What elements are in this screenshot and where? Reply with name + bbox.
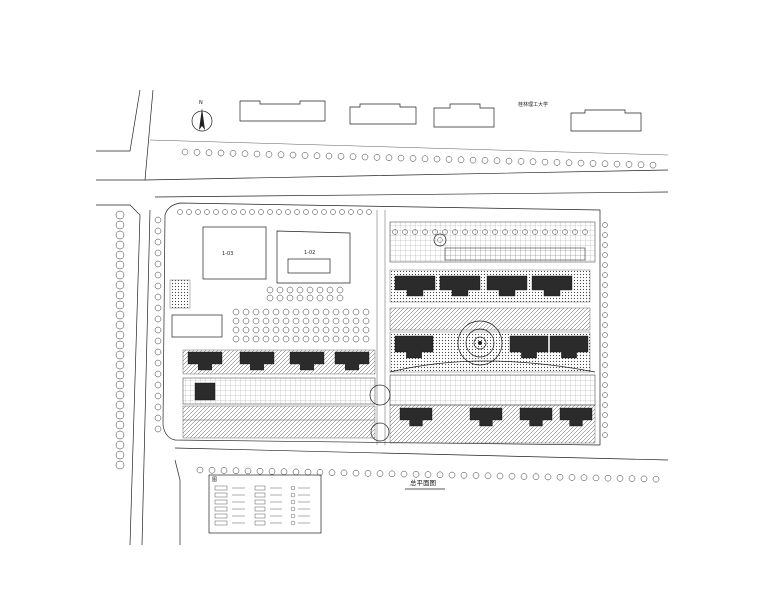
north-buildings: 桂林理工大学 xyxy=(239,100,642,132)
east-residential-row-3 xyxy=(399,407,593,427)
west-block-a xyxy=(202,226,267,280)
street-trees xyxy=(115,148,660,483)
east-lot xyxy=(369,221,596,444)
legend-title: 图 xyxy=(212,477,217,483)
north-mark-label: N xyxy=(199,100,203,106)
plan-title: 总平面图 xyxy=(410,478,436,487)
site-boundary xyxy=(162,202,601,446)
east-residential-row-2 xyxy=(394,335,589,359)
west-tree-grid xyxy=(232,286,370,343)
road-network xyxy=(96,89,669,546)
lot-b-label: 1-02 xyxy=(304,250,315,256)
north-university-label: 桂林理工大学 xyxy=(518,101,548,108)
west-lot: 1-03 1-02 xyxy=(169,226,376,439)
west-residential-blocks xyxy=(187,351,370,371)
central-plaza xyxy=(457,320,503,366)
north-arrow: N xyxy=(191,100,213,132)
east-residential-row-1 xyxy=(394,275,573,297)
west-block-b xyxy=(276,230,351,284)
legend-table: 图 xyxy=(208,474,322,534)
lot-a-label: 1-03 xyxy=(222,251,233,257)
west-block-c xyxy=(171,314,223,338)
